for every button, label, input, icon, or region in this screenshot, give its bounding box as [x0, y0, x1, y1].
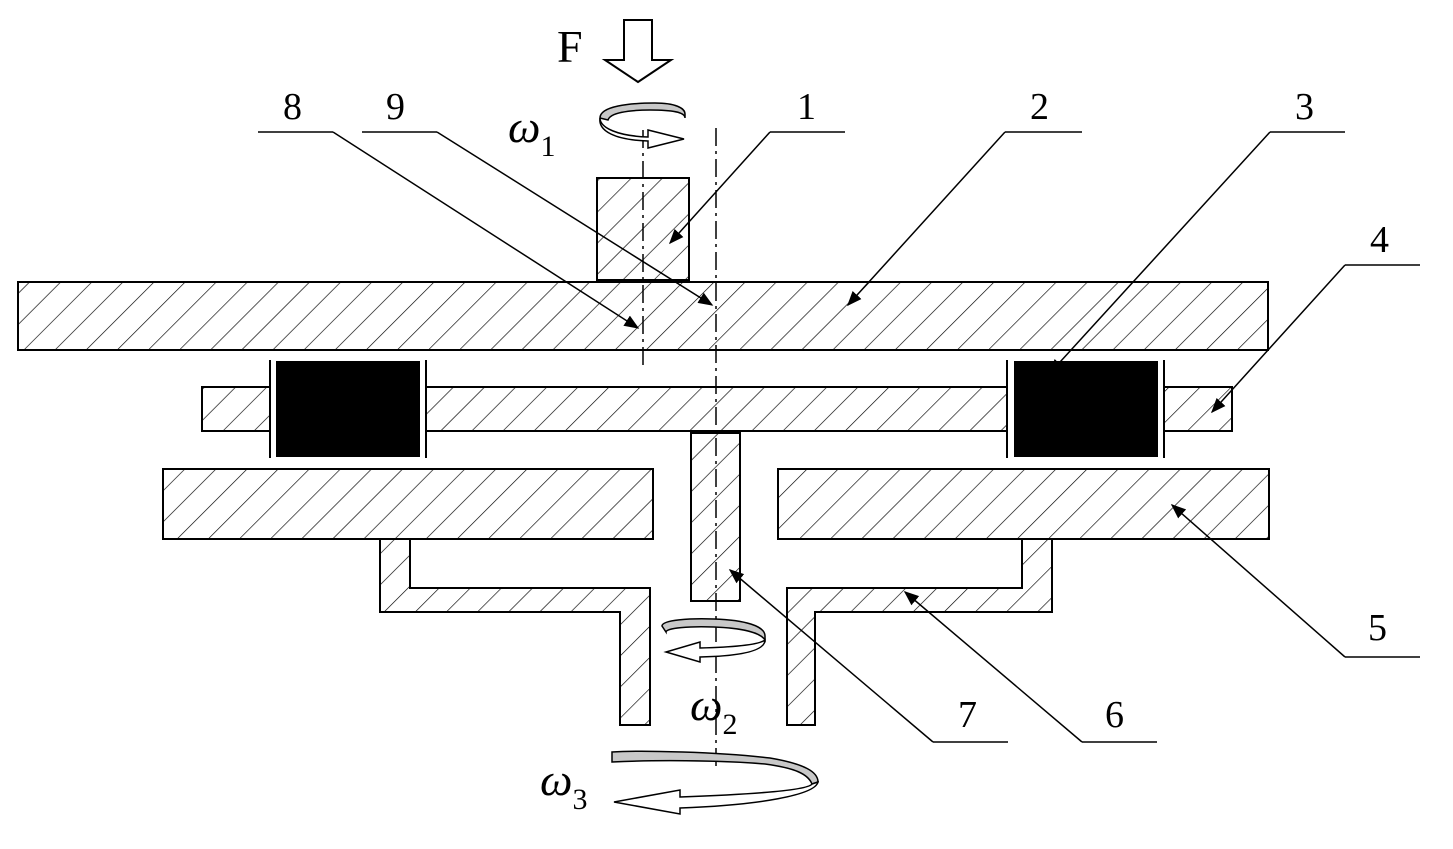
part-7-shaft [691, 433, 740, 601]
leader-6-pointer [905, 592, 1082, 742]
part-number-2: 2 [1030, 86, 1049, 128]
part-number-1: 1 [797, 86, 816, 128]
omega-1-label: ω1 [508, 101, 555, 163]
part-3-bearing-right [1007, 360, 1164, 458]
leader-2-pointer [848, 132, 1005, 305]
rotation-arrow-3-icon [612, 751, 818, 814]
omega-2-label: ω2 [690, 679, 737, 741]
part-1-pin [597, 178, 689, 280]
part-number-5: 5 [1368, 607, 1387, 649]
part-number-7: 7 [958, 694, 977, 736]
part-number-9: 9 [386, 86, 405, 128]
rotation-arrow-1-icon [600, 103, 685, 148]
part-number-6: 6 [1105, 694, 1124, 736]
force-arrow-icon [605, 20, 671, 82]
rotation-arrow-2-icon [662, 619, 765, 662]
part-number-4: 4 [1370, 219, 1389, 261]
force-label: F [557, 21, 583, 72]
part-3-bearing-left [270, 360, 426, 458]
part-number-8: 8 [283, 86, 302, 128]
part-number-3: 3 [1295, 86, 1314, 128]
omega-3-label: ω3 [540, 754, 587, 816]
